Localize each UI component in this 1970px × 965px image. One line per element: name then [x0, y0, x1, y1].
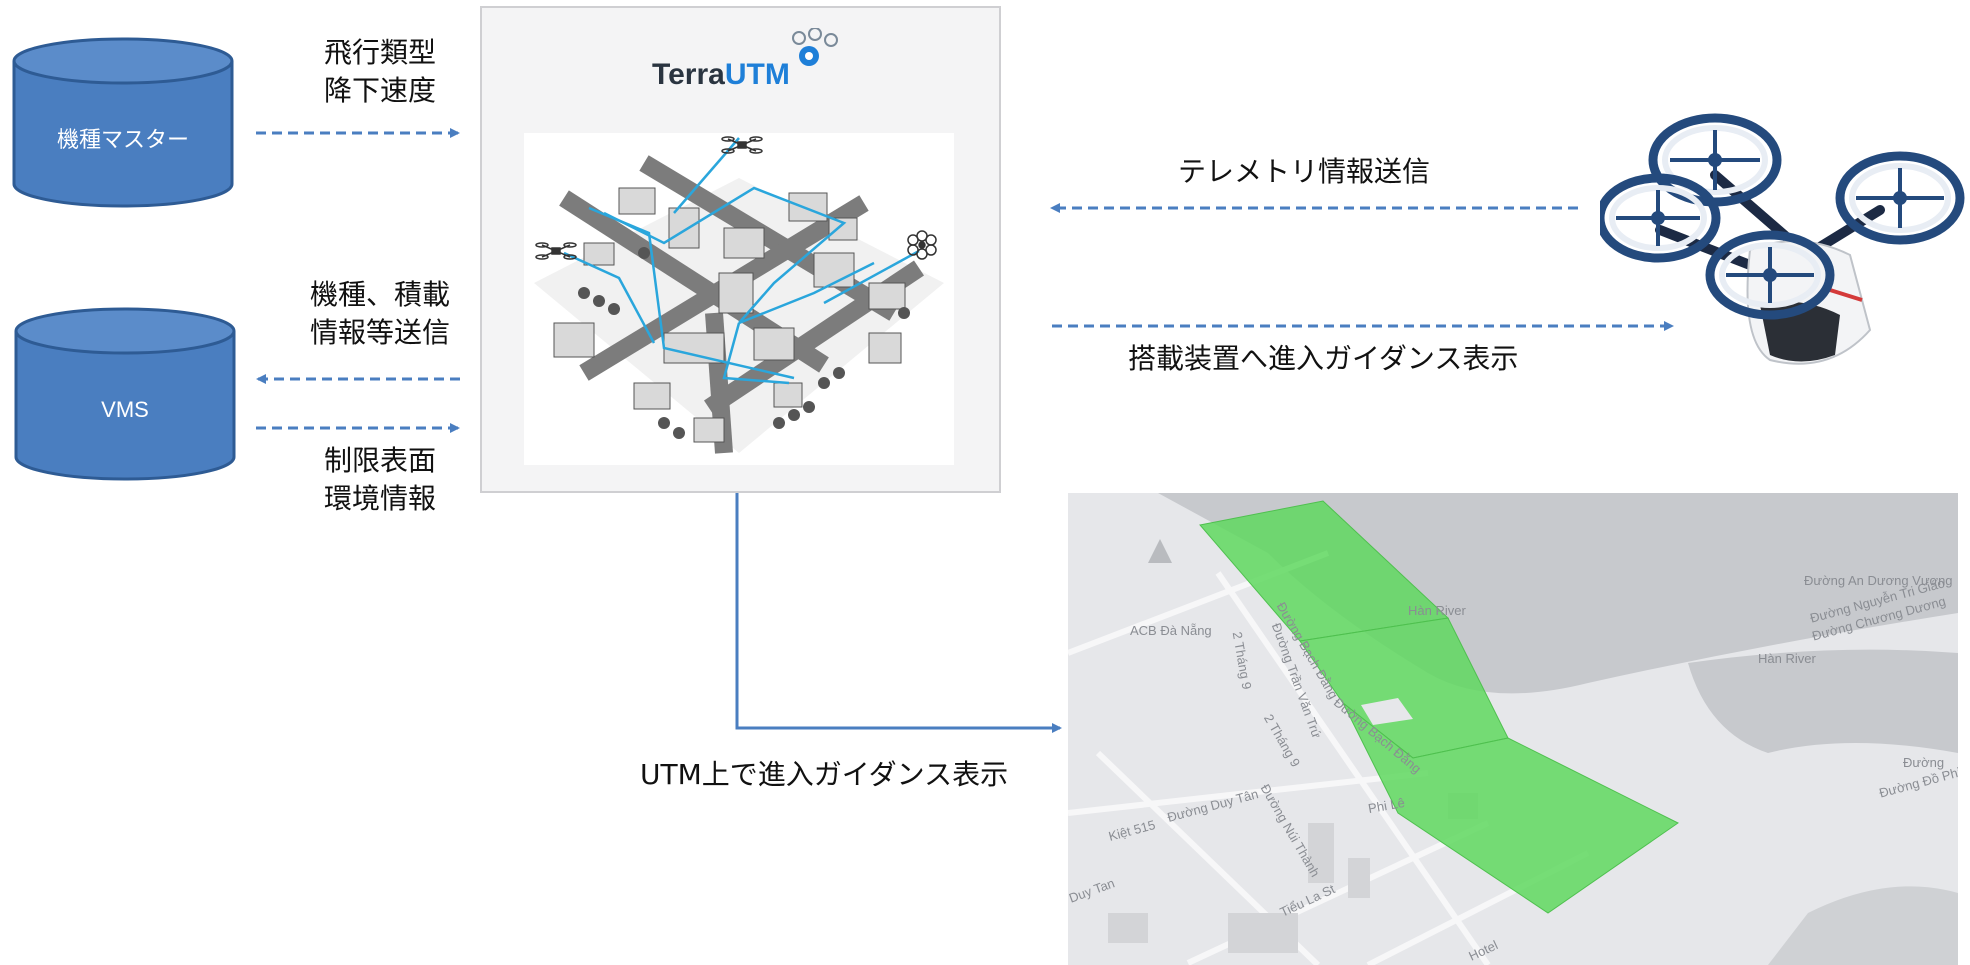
- vms-db-label: VMS: [101, 397, 149, 422]
- drone-logo-icon: [792, 28, 838, 66]
- aircraft-info-label: 機種、積載 情報等送信: [309, 278, 450, 349]
- map-label: Hàn River: [1758, 651, 1816, 666]
- map-label: Đường An Dương Vương: [1804, 573, 1953, 588]
- vms-db-cylinder: [14, 307, 236, 481]
- map-label: Đường: [1903, 755, 1945, 770]
- master-db-label: 機種マスター: [56, 127, 189, 152]
- flight-type-label: 飛行類型 降下速度: [323, 36, 436, 107]
- restriction-info-label: 制限表面 環境情報: [323, 444, 436, 515]
- master-db-cylinder: [12, 37, 234, 208]
- onboard-guidance-label: 搭載装置へ進入ガイダンス表示: [1128, 342, 1519, 375]
- map-label: Hàn River: [1408, 603, 1466, 618]
- map-panel: Hàn River Hàn River Đường Bạch Đằng Đườn…: [1068, 493, 1958, 965]
- map-label: ACB Đà Nẵng: [1130, 623, 1212, 638]
- arrow-utm-to-map: [735, 493, 1062, 733]
- map-background: [1068, 493, 1958, 965]
- air-taxi-drone-icon: [1600, 113, 1965, 365]
- terra-utm-logo: TerraUTM: [652, 58, 790, 91]
- telemetry-label: テレメトリ情報送信: [1178, 155, 1431, 188]
- city-illustration: [524, 133, 954, 465]
- utm-guidance-label: UTM上で進入ガイダンス表示: [640, 758, 1009, 791]
- utm-panel: TerraUTM: [480, 6, 1001, 493]
